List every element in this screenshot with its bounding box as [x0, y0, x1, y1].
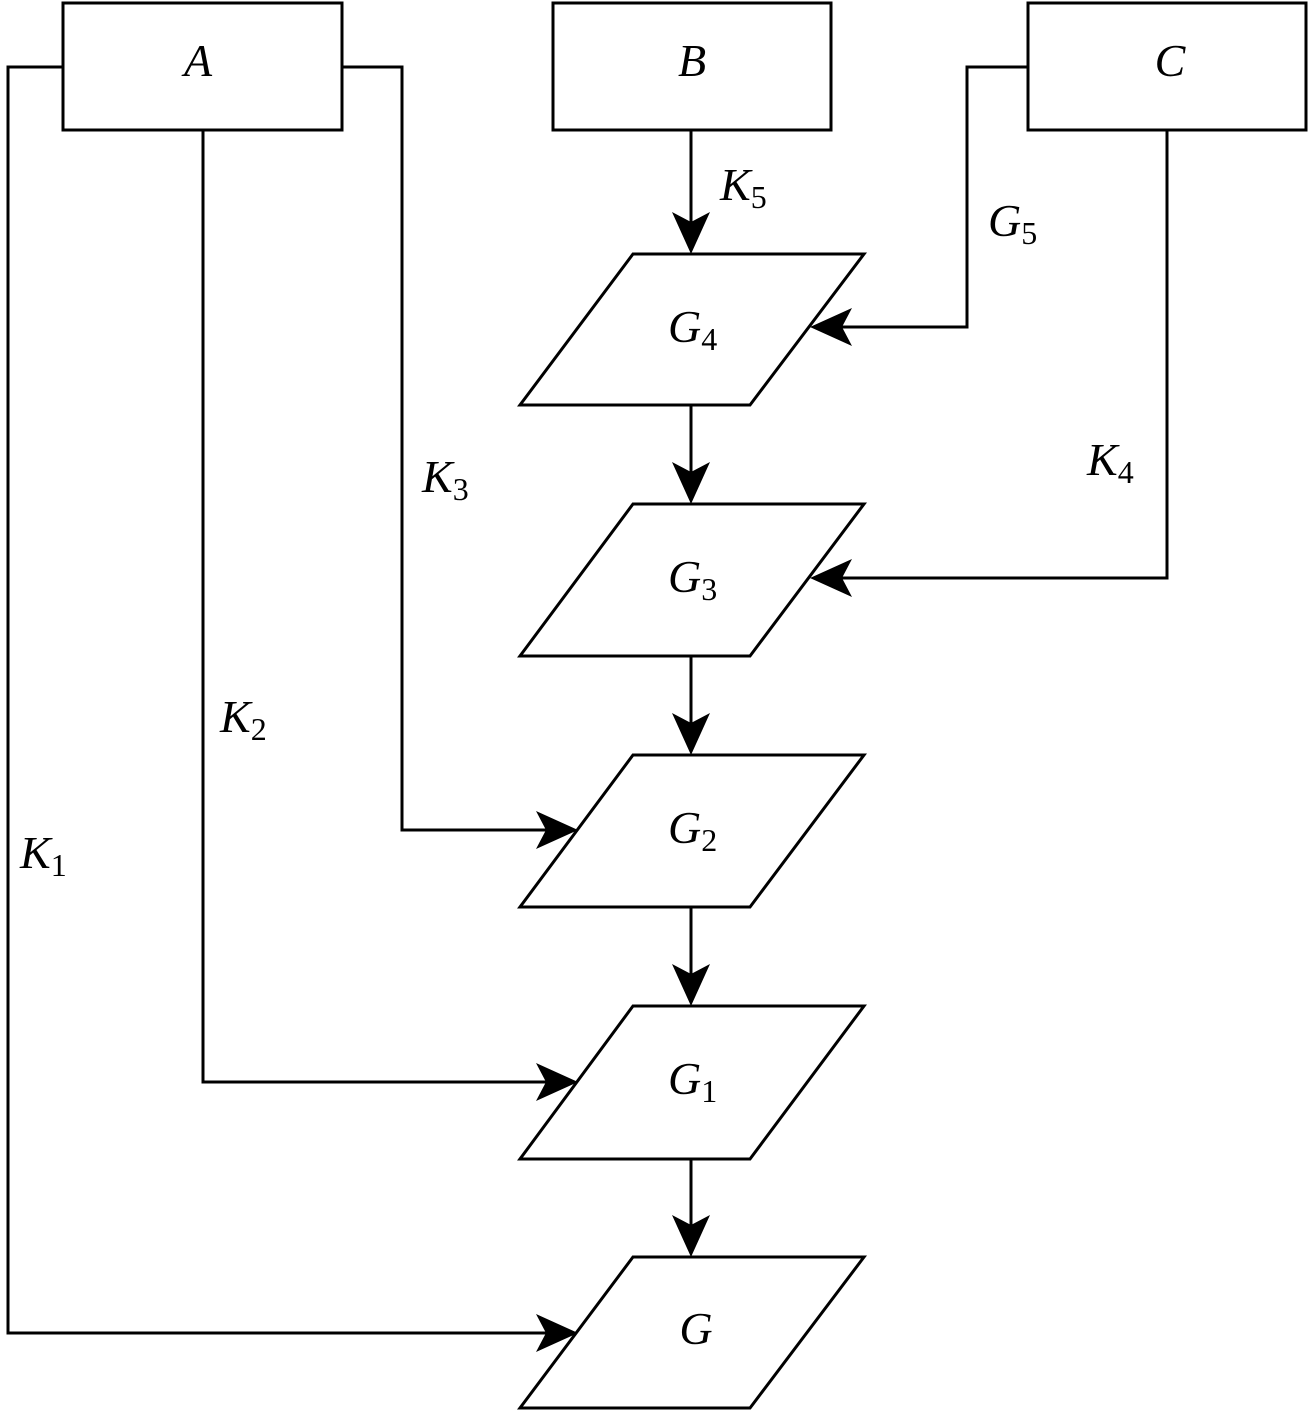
- edge-k3-subscript: 3: [453, 471, 469, 507]
- arrowhead-right-icon: [536, 1063, 578, 1101]
- arrowhead-right-icon: [536, 811, 578, 849]
- svg-text:G2: G2: [668, 802, 717, 858]
- edge-k2-subscript: 2: [251, 711, 267, 747]
- edge-a-to-g1: [201, 130, 548, 1084]
- node-a-label: A: [181, 35, 213, 86]
- edge-g5-subscript: 5: [1021, 215, 1037, 251]
- arrowhead-down-icon: [672, 964, 710, 1006]
- edge-k5-label: K: [719, 159, 753, 210]
- edge-k3-label: K: [421, 451, 455, 502]
- node-b: B: [551, 1, 833, 132]
- edge-a-to-g: [6, 65, 548, 1335]
- edge-c-to-g4: [840, 65, 1028, 329]
- arrowhead-left-icon: [810, 559, 852, 597]
- node-c: C: [1026, 1, 1308, 132]
- node-g4-subscript: 4: [701, 321, 717, 357]
- node-g1-subscript: 1: [701, 1073, 717, 1109]
- arrowhead-down-icon: [672, 713, 710, 755]
- edge-k1-label: K: [19, 827, 53, 878]
- node-g-label: G: [679, 1303, 712, 1354]
- node-g3-label: G: [668, 551, 701, 602]
- node-g1-label: G: [668, 1053, 701, 1104]
- node-a: A: [61, 1, 344, 132]
- svg-text:G3: G3: [668, 551, 717, 607]
- arrowhead-right-icon: [536, 1314, 578, 1352]
- svg-text:G5: G5: [988, 195, 1037, 251]
- arrowhead-down-icon: [672, 1215, 710, 1257]
- connections: [6, 65, 1169, 1335]
- node-g1: G1: [517, 1004, 867, 1161]
- node-g2: G2: [517, 753, 867, 909]
- node-g3-subscript: 3: [701, 571, 717, 607]
- svg-text:K5: K5: [719, 159, 767, 215]
- edge-g5-label: G: [988, 195, 1021, 246]
- svg-text:K3: K3: [421, 451, 469, 507]
- arrowhead-left-icon: [810, 308, 852, 346]
- node-g3: G3: [517, 502, 867, 658]
- svg-text:G4: G4: [668, 301, 717, 357]
- arrow-heads: [536, 212, 852, 1352]
- edge-k5-subscript: 5: [751, 179, 767, 215]
- edge-k4-label: K: [1086, 434, 1120, 485]
- node-c-label: C: [1155, 35, 1187, 86]
- edge-k1-subscript: 1: [51, 847, 67, 883]
- node-g2-label: G: [668, 802, 701, 853]
- arrowhead-down-icon: [672, 212, 710, 254]
- node-g4-label: G: [668, 301, 701, 352]
- node-g2-subscript: 2: [701, 822, 717, 858]
- svg-text:K4: K4: [1086, 434, 1134, 490]
- node-g: G: [517, 1255, 868, 1410]
- arrowhead-down-icon: [672, 462, 710, 504]
- node-g4: G4: [517, 252, 868, 407]
- edge-labels: K5 G5 K4 K3 K2 K1: [19, 159, 1134, 883]
- edge-a-to-g2: [342, 65, 548, 832]
- edge-k2-label: K: [219, 691, 253, 742]
- svg-text:K2: K2: [219, 691, 267, 747]
- svg-text:G1: G1: [668, 1053, 717, 1109]
- node-b-label: B: [678, 35, 706, 86]
- edge-k4-subscript: 4: [1118, 454, 1134, 490]
- svg-text:K1: K1: [19, 827, 67, 883]
- edge-c-to-g3: [840, 130, 1169, 580]
